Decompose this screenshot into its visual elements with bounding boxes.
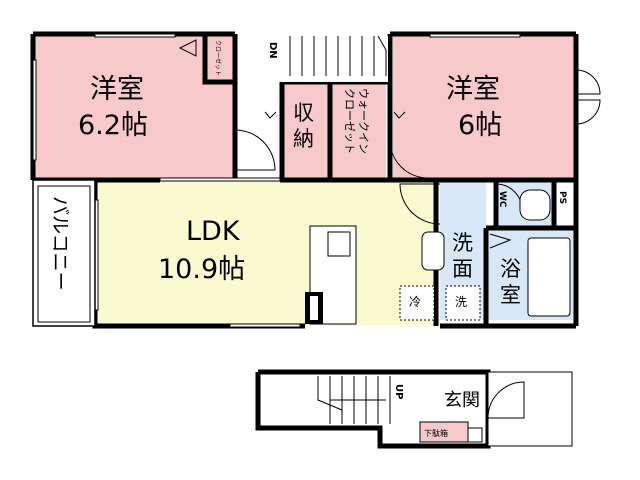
walk-in-closet-label-2: クローゼット <box>343 88 356 154</box>
door-arc-right-room <box>389 139 429 179</box>
walk-in-closet-area <box>330 82 386 178</box>
door-arc-balcony <box>575 69 601 125</box>
washer-space <box>445 285 481 321</box>
wall-small-closet <box>202 36 233 85</box>
shoe-box-label: 下駄箱 <box>424 428 448 438</box>
wc-label: WC <box>497 191 507 208</box>
storage-label-1: 収 <box>293 101 314 125</box>
room-size-right: 6帖 <box>458 110 502 141</box>
entrance-porch <box>487 371 573 447</box>
ps-label: PS <box>557 191 567 204</box>
ldk-size: 10.9帖 <box>158 254 245 285</box>
kitchen-sink <box>327 231 351 257</box>
fridge-label: 冷 <box>409 295 421 309</box>
stair-lower-label: UP <box>393 384 404 399</box>
western-room-left-area <box>33 34 235 180</box>
room-label-right: 洋室 <box>446 74 500 105</box>
storage-area <box>284 82 330 178</box>
entrance-label: 玄関 <box>444 390 480 411</box>
door-marks-closets <box>264 111 406 119</box>
balcony-label: バルコニー <box>49 196 71 291</box>
fridge-space <box>399 285 435 321</box>
ldk-label: LDK <box>186 216 241 247</box>
walk-in-closet-label-1: ウォークイン <box>357 88 370 154</box>
bath-label-1: 浴 <box>500 257 521 281</box>
room-size-left: 6.2帖 <box>78 110 148 141</box>
washroom-label-1: 洗 <box>452 231 473 255</box>
bath-door-mark <box>489 233 512 249</box>
washer-label: 洗 <box>455 295 467 309</box>
small-closet-label: クローゼット <box>214 40 222 76</box>
bathtub <box>527 237 571 317</box>
door-arc-washroom <box>399 183 441 225</box>
stair-lower <box>317 376 391 424</box>
entrance-door-arc <box>487 381 525 419</box>
stair-upper <box>282 35 388 82</box>
small-closet-area <box>205 36 233 82</box>
washroom-label-2: 面 <box>452 257 473 281</box>
door-arc-left-room <box>234 129 276 171</box>
balcony <box>32 179 96 327</box>
western-room-right-area <box>393 34 575 180</box>
bath-label-2: 室 <box>500 283 521 307</box>
toilet <box>519 189 551 221</box>
door-mark-small-closet <box>178 39 197 57</box>
stair-upper-label: DN <box>267 42 278 59</box>
washroom-sink <box>421 231 445 271</box>
ldk-area <box>95 180 440 326</box>
room-label-left: 洋室 <box>90 74 144 105</box>
storage-label-2: 納 <box>293 127 314 151</box>
